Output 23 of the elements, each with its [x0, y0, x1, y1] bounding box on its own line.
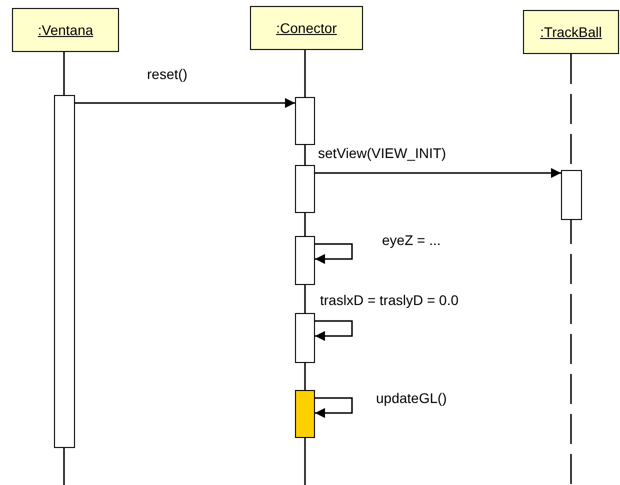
message-label: traslxD = traslyD = 0.0: [320, 292, 458, 308]
activation-bar: [561, 170, 582, 220]
object-box: [12, 8, 119, 52]
message-label: reset(): [147, 66, 188, 82]
message-label: eyeZ = ...: [382, 232, 441, 248]
message-arrow: [315, 243, 353, 264]
object-name: :Conector: [276, 20, 337, 36]
activation-bar: [295, 97, 315, 145]
object-name: :TrackBall: [540, 24, 602, 40]
message-arrow: [315, 320, 353, 341]
message-arrow: [315, 397, 353, 418]
activation-bar: [295, 390, 315, 438]
object-name: :Ventana: [38, 22, 94, 38]
activation-bar: [295, 236, 315, 285]
message-label: setView(VIEW_INIT): [318, 145, 446, 161]
activation-bar: [54, 95, 75, 448]
activation-bar: [295, 165, 315, 213]
message-arrow: [75, 98, 295, 108]
object-box: [523, 10, 619, 54]
activation-bar: [295, 313, 315, 363]
object-box: [250, 6, 363, 50]
message-label: updateGL(): [376, 390, 447, 406]
message-arrow: [315, 168, 561, 178]
